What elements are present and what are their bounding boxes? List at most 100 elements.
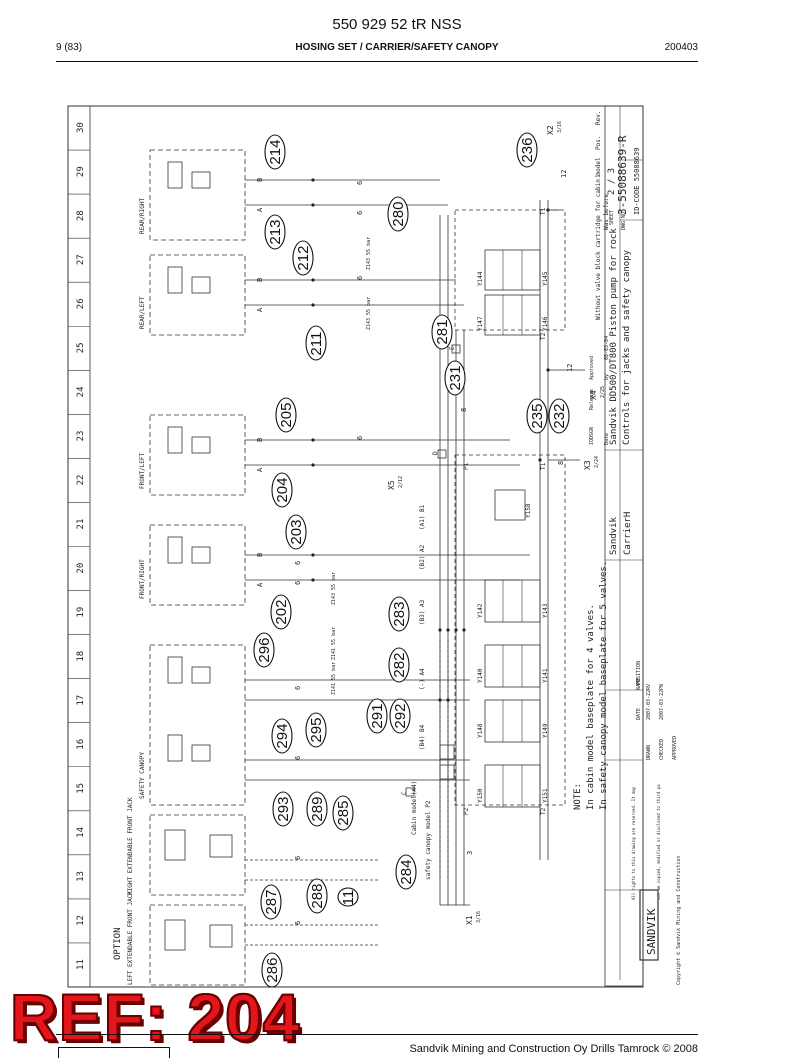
valve-block xyxy=(484,764,541,808)
junction-dot xyxy=(446,628,450,632)
actuator-label: REAR/RIGHT xyxy=(139,197,146,234)
hose-lines xyxy=(245,178,585,946)
port-label: 6 xyxy=(294,921,302,925)
check-valve-icon xyxy=(191,171,211,189)
bank-tag: (-) A4 xyxy=(419,668,426,690)
footer-divider xyxy=(56,1034,698,1035)
grid-label: 30 xyxy=(76,122,86,133)
actuator-box xyxy=(149,644,246,806)
callout-number: 213 xyxy=(267,220,284,245)
valve-block xyxy=(484,699,541,743)
callout-number: 288 xyxy=(309,884,326,909)
port-label: A xyxy=(256,467,264,472)
port-tag: C xyxy=(401,791,408,795)
callout-number: 204 xyxy=(274,478,291,503)
title-line-2: Controls for jacks and safety canopy xyxy=(622,249,632,445)
sandvik-logo-box xyxy=(639,889,659,961)
callout-bubble xyxy=(272,791,294,827)
actuator-label: SAFETY CANOPY xyxy=(139,752,146,799)
connector-sub: 2/25 xyxy=(600,386,606,398)
valve-tag: Y149 xyxy=(542,723,549,738)
bank-tag: (B2) A2 xyxy=(419,544,426,570)
valve-tag: Y142 xyxy=(477,603,484,618)
callout-bubble xyxy=(264,214,286,250)
port-tag: P1 xyxy=(463,462,470,470)
callout-bubble xyxy=(526,398,548,434)
port-label: 6 xyxy=(356,436,364,440)
callout-bubble xyxy=(548,398,570,434)
grid-label: 18 xyxy=(76,651,86,662)
callout-number: 286 xyxy=(264,958,281,983)
port-label: 3 xyxy=(466,851,474,855)
callout-bubble xyxy=(305,325,327,361)
drawing-frame xyxy=(67,105,644,988)
check-valve-icon xyxy=(191,546,211,564)
valve-block xyxy=(484,579,541,623)
option-box xyxy=(149,814,246,896)
checked-name: PN xyxy=(659,684,665,690)
port-label: 12 xyxy=(560,170,568,178)
callout-number: 287 xyxy=(263,890,280,915)
port-label: 6 xyxy=(356,276,364,280)
callout-number: 231 xyxy=(447,366,464,391)
connector-id: X3 xyxy=(583,460,592,470)
shuttle-valve xyxy=(439,764,455,780)
dwg-label: DWG NO xyxy=(621,212,627,230)
footer-copyright: Sandvik Mining and Construction Oy Drill… xyxy=(409,1043,698,1055)
check-valve-icon xyxy=(191,276,211,294)
revision-line: Without valve block cartridge for cabin … xyxy=(595,157,602,320)
callout-bubble xyxy=(306,791,328,827)
callout-bubble xyxy=(387,196,409,232)
actuator-box xyxy=(149,414,246,496)
reviewer-col: NAME xyxy=(636,678,642,690)
grid-label: 19 xyxy=(76,607,86,618)
connector-id: X5 xyxy=(387,480,396,490)
junction-dot xyxy=(311,278,315,282)
callout-number: 232 xyxy=(551,404,568,429)
document-number: 550 929 52 tR NSS xyxy=(332,16,462,33)
dates-label: Date xyxy=(604,433,610,445)
drawn-date: 2007-03-22 xyxy=(646,690,652,720)
junction-dot xyxy=(538,458,542,462)
valve-tag: Y147 xyxy=(477,316,484,331)
callout-bubble xyxy=(285,514,307,550)
callout-number: 203 xyxy=(288,520,305,545)
callout-number: 205 xyxy=(278,403,295,428)
cabin-model-note: Cabin model(A4) xyxy=(411,781,418,835)
grid-label: 29 xyxy=(76,166,86,177)
callout-number: 235 xyxy=(529,404,546,429)
copyright-text: Copyright © Sandvik Mining and Construct… xyxy=(676,856,682,985)
check-valve-icon xyxy=(191,744,211,762)
components: REAR/RIGHTREAR/LEFTFRONT/LEFTFRONT/RIGHT… xyxy=(113,121,609,986)
cylinder-icon xyxy=(164,829,186,861)
cylinder-icon xyxy=(167,426,183,454)
grid-label: 21 xyxy=(76,519,86,530)
callout-bubble xyxy=(516,132,538,168)
id-code: ID-CODE 55088639 xyxy=(633,148,641,215)
junction-dot xyxy=(438,698,442,702)
baseplate-outline xyxy=(454,209,566,331)
valve-tag: Y151 xyxy=(542,788,549,803)
shuttle-valve xyxy=(439,744,455,760)
relief-tag: Z143 55 bar xyxy=(331,572,337,605)
callout-number: 294 xyxy=(274,724,291,749)
cylinder-icon xyxy=(167,734,183,762)
callout-number: 296 xyxy=(256,638,273,663)
table-pos: Pos. xyxy=(595,136,602,150)
actuator-label: FRONT/LEFT xyxy=(139,452,146,489)
port-label: 8 xyxy=(557,461,565,465)
port-label: 6 xyxy=(294,856,302,860)
callout-number: 281 xyxy=(434,320,451,345)
cylinder-icon xyxy=(164,919,186,951)
callout-number: 293 xyxy=(275,797,292,822)
valve-block xyxy=(484,644,541,688)
outrigger-label: RIGHT EXTENDABLE FRONT JACK xyxy=(127,797,134,895)
callout-number: 295 xyxy=(308,718,325,743)
grid-label: 13 xyxy=(76,871,86,882)
changed-by: Was before xyxy=(603,193,610,230)
drawn-name: RV xyxy=(646,684,652,690)
port-label: 6 xyxy=(294,561,302,565)
valve-tag: Y143 xyxy=(542,603,549,618)
